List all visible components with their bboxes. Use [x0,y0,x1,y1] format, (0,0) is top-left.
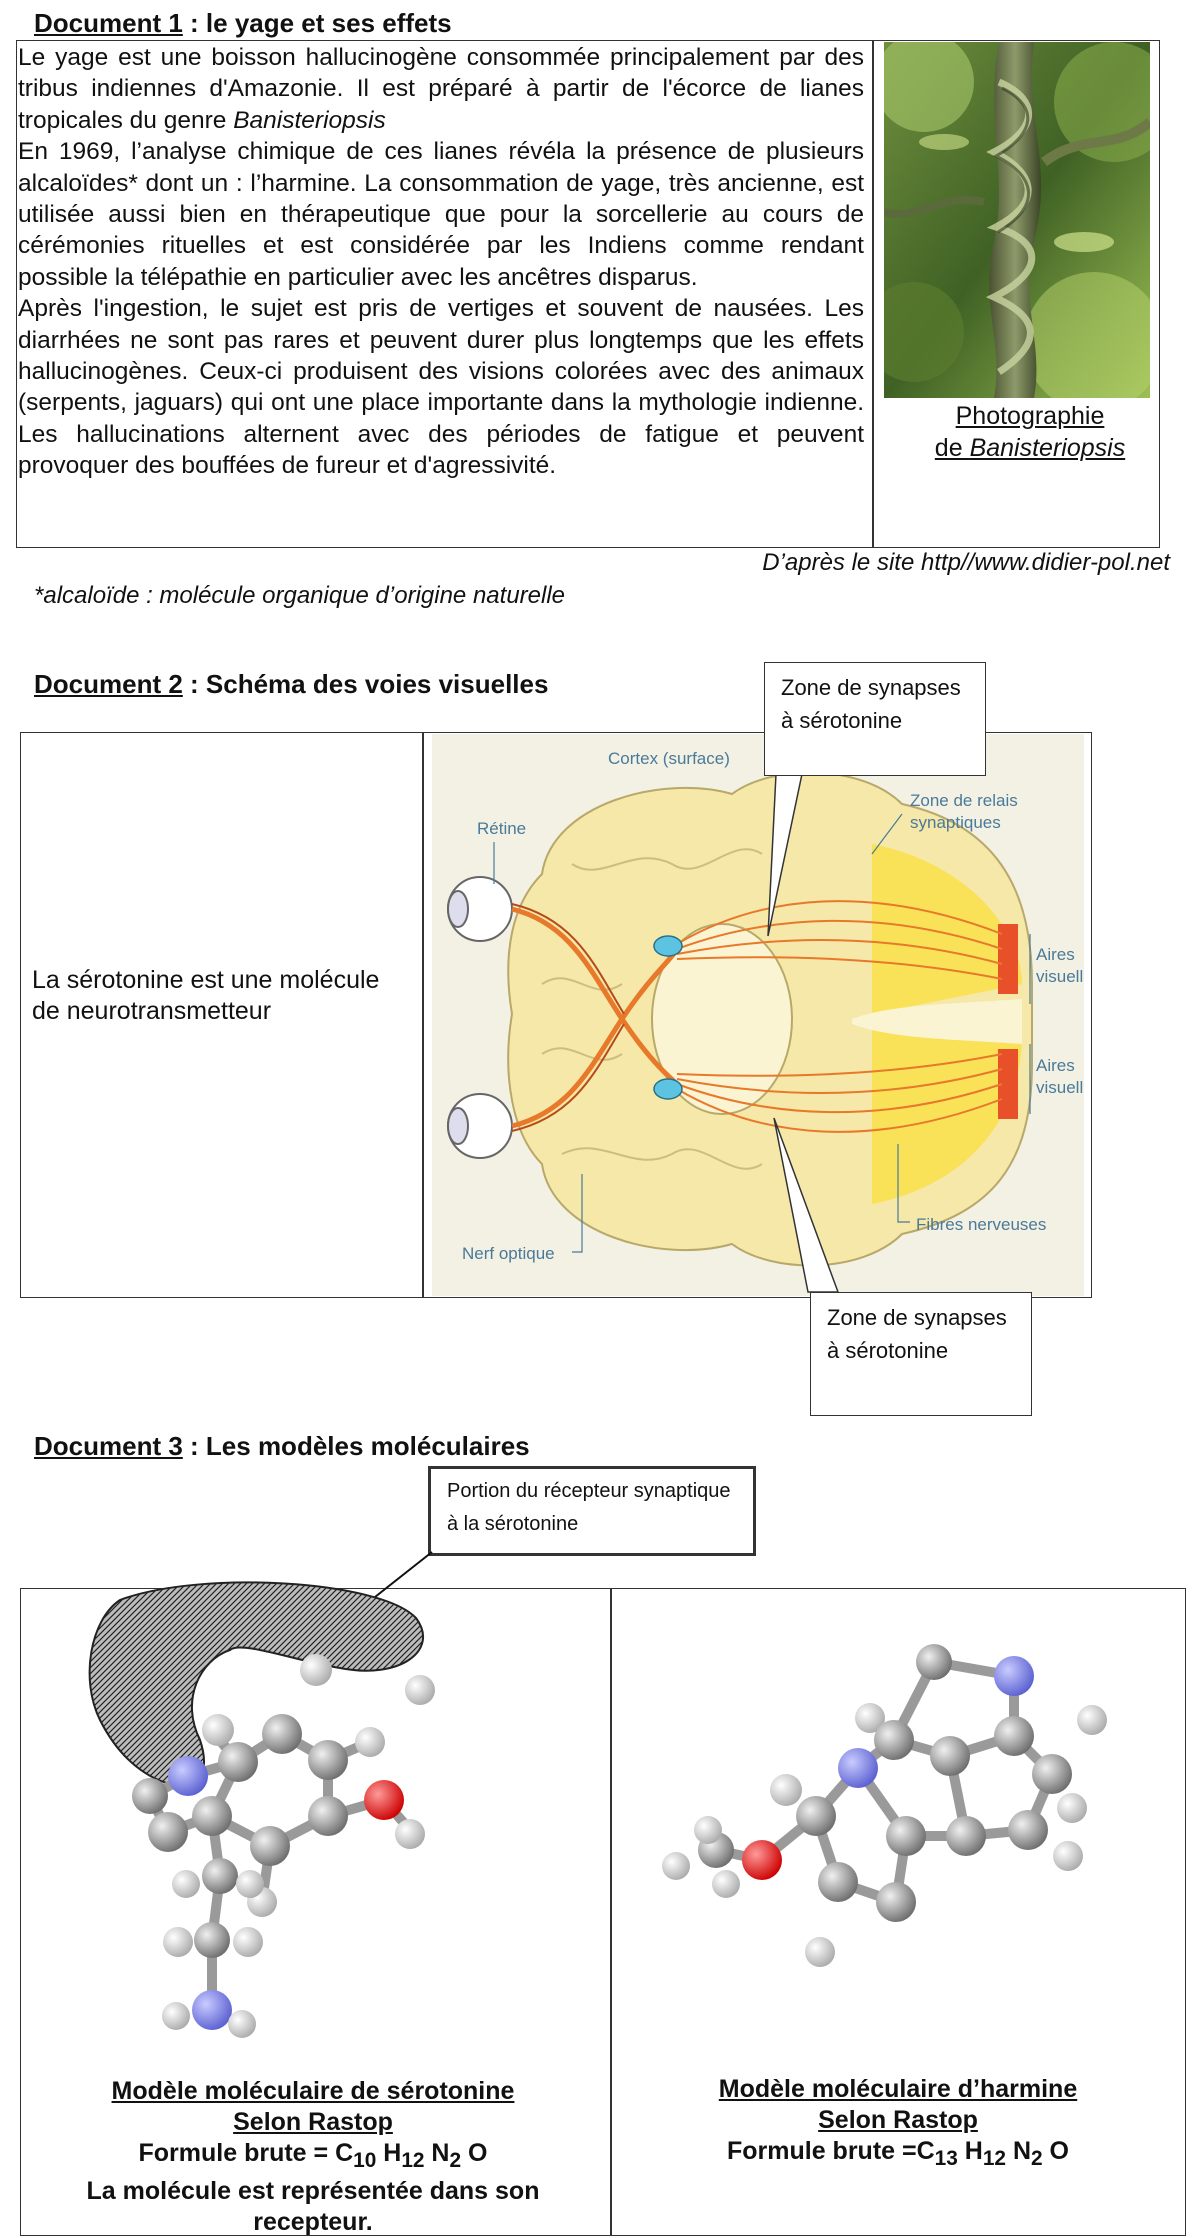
doc3-frame [20,1588,1186,2236]
doc1-source: D’après le site http//www.didier-pol.net [762,549,1170,576]
label-aires-2a: Aires [1036,1056,1075,1075]
harmine-formula: Formule brute =C13 H12 N2 O [726,2137,1069,2170]
label-relais-1: Zone de relais [910,791,1018,810]
label-relais-2: synaptiques [910,813,1001,832]
doc1-heading-label: Document 1 [34,8,183,38]
banisteriopsis-photo [884,42,1150,398]
doc1-paragraph-3: Après l'ingestion, le sujet est pris de … [18,295,864,480]
doc1-paragraph-1: Le yage est une boisson hallucinogène co… [18,44,864,134]
serotonine-note: La sérotonine est une molécule de neurot… [32,966,380,1025]
harmine-caption: Modèle moléculaire d’harmine Selon Rasto… [620,2074,1176,2174]
callout-synapse-bottom: Zone de synapses à sérotonine [810,1292,1032,1416]
callout-synapse-top: Zone de synapses à sérotonine [764,662,986,776]
doc2-frame [20,732,1092,1298]
serotonin-formula: Formule brute = C10 H12 N2 O [138,2139,488,2172]
callout-receptor: Portion du récepteur synaptique à la sér… [428,1466,756,1556]
serotonin-caption: Modèle moléculaire de sérotonine Selon R… [28,2076,598,2238]
label-aires-1b: visuelles [1036,967,1084,986]
doc1-frame [16,40,1160,548]
visual-pathways-diagram: Cortex (surface) Rétine Zone de relais s… [432,734,1084,1296]
doc3-heading: Document 3 : Les modèles moléculaires [34,1431,530,1461]
label-cortex: Cortex (surface) [608,749,730,768]
doc2-heading: Document 2 : Schéma des voies visuelles [34,669,549,699]
serotonin-title: Modèle moléculaire de sérotonine [111,2077,515,2105]
doc1-footnote: *alcaloïde : molécule organique d’origin… [34,582,566,609]
label-fibres: Fibres nerveuses [916,1215,1046,1234]
serotonin-note: La molécule est représentée dans son rec… [86,2177,540,2236]
harmine-title: Modèle moléculaire d’harmine [718,2075,1078,2103]
label-aires-2b: visuelles [1036,1078,1084,1097]
doc1-body: Le yage est une boisson hallucinogène co… [18,42,864,482]
doc1-paragraph-2: En 1969, l’analyse chimique de ces liane… [18,138,864,291]
doc3-divider [610,1588,612,2236]
doc1-divider [872,40,874,548]
serotonin-subtitle: Selon Rastop [233,2108,393,2136]
doc1-heading: Document 1 : le yage et ses effets [34,8,452,39]
photo-caption: Photographie de Banisteriopsis [934,402,1126,462]
label-retine: Rétine [477,819,526,838]
genus-name: Banisteriopsis [233,106,386,134]
label-nerf: Nerf optique [462,1244,555,1263]
doc2-divider [422,732,424,1298]
harmine-subtitle: Selon Rastop [818,2106,978,2134]
label-aires-1a: Aires [1036,945,1075,964]
doc1-heading-rest: : le yage et ses effets [182,8,452,38]
